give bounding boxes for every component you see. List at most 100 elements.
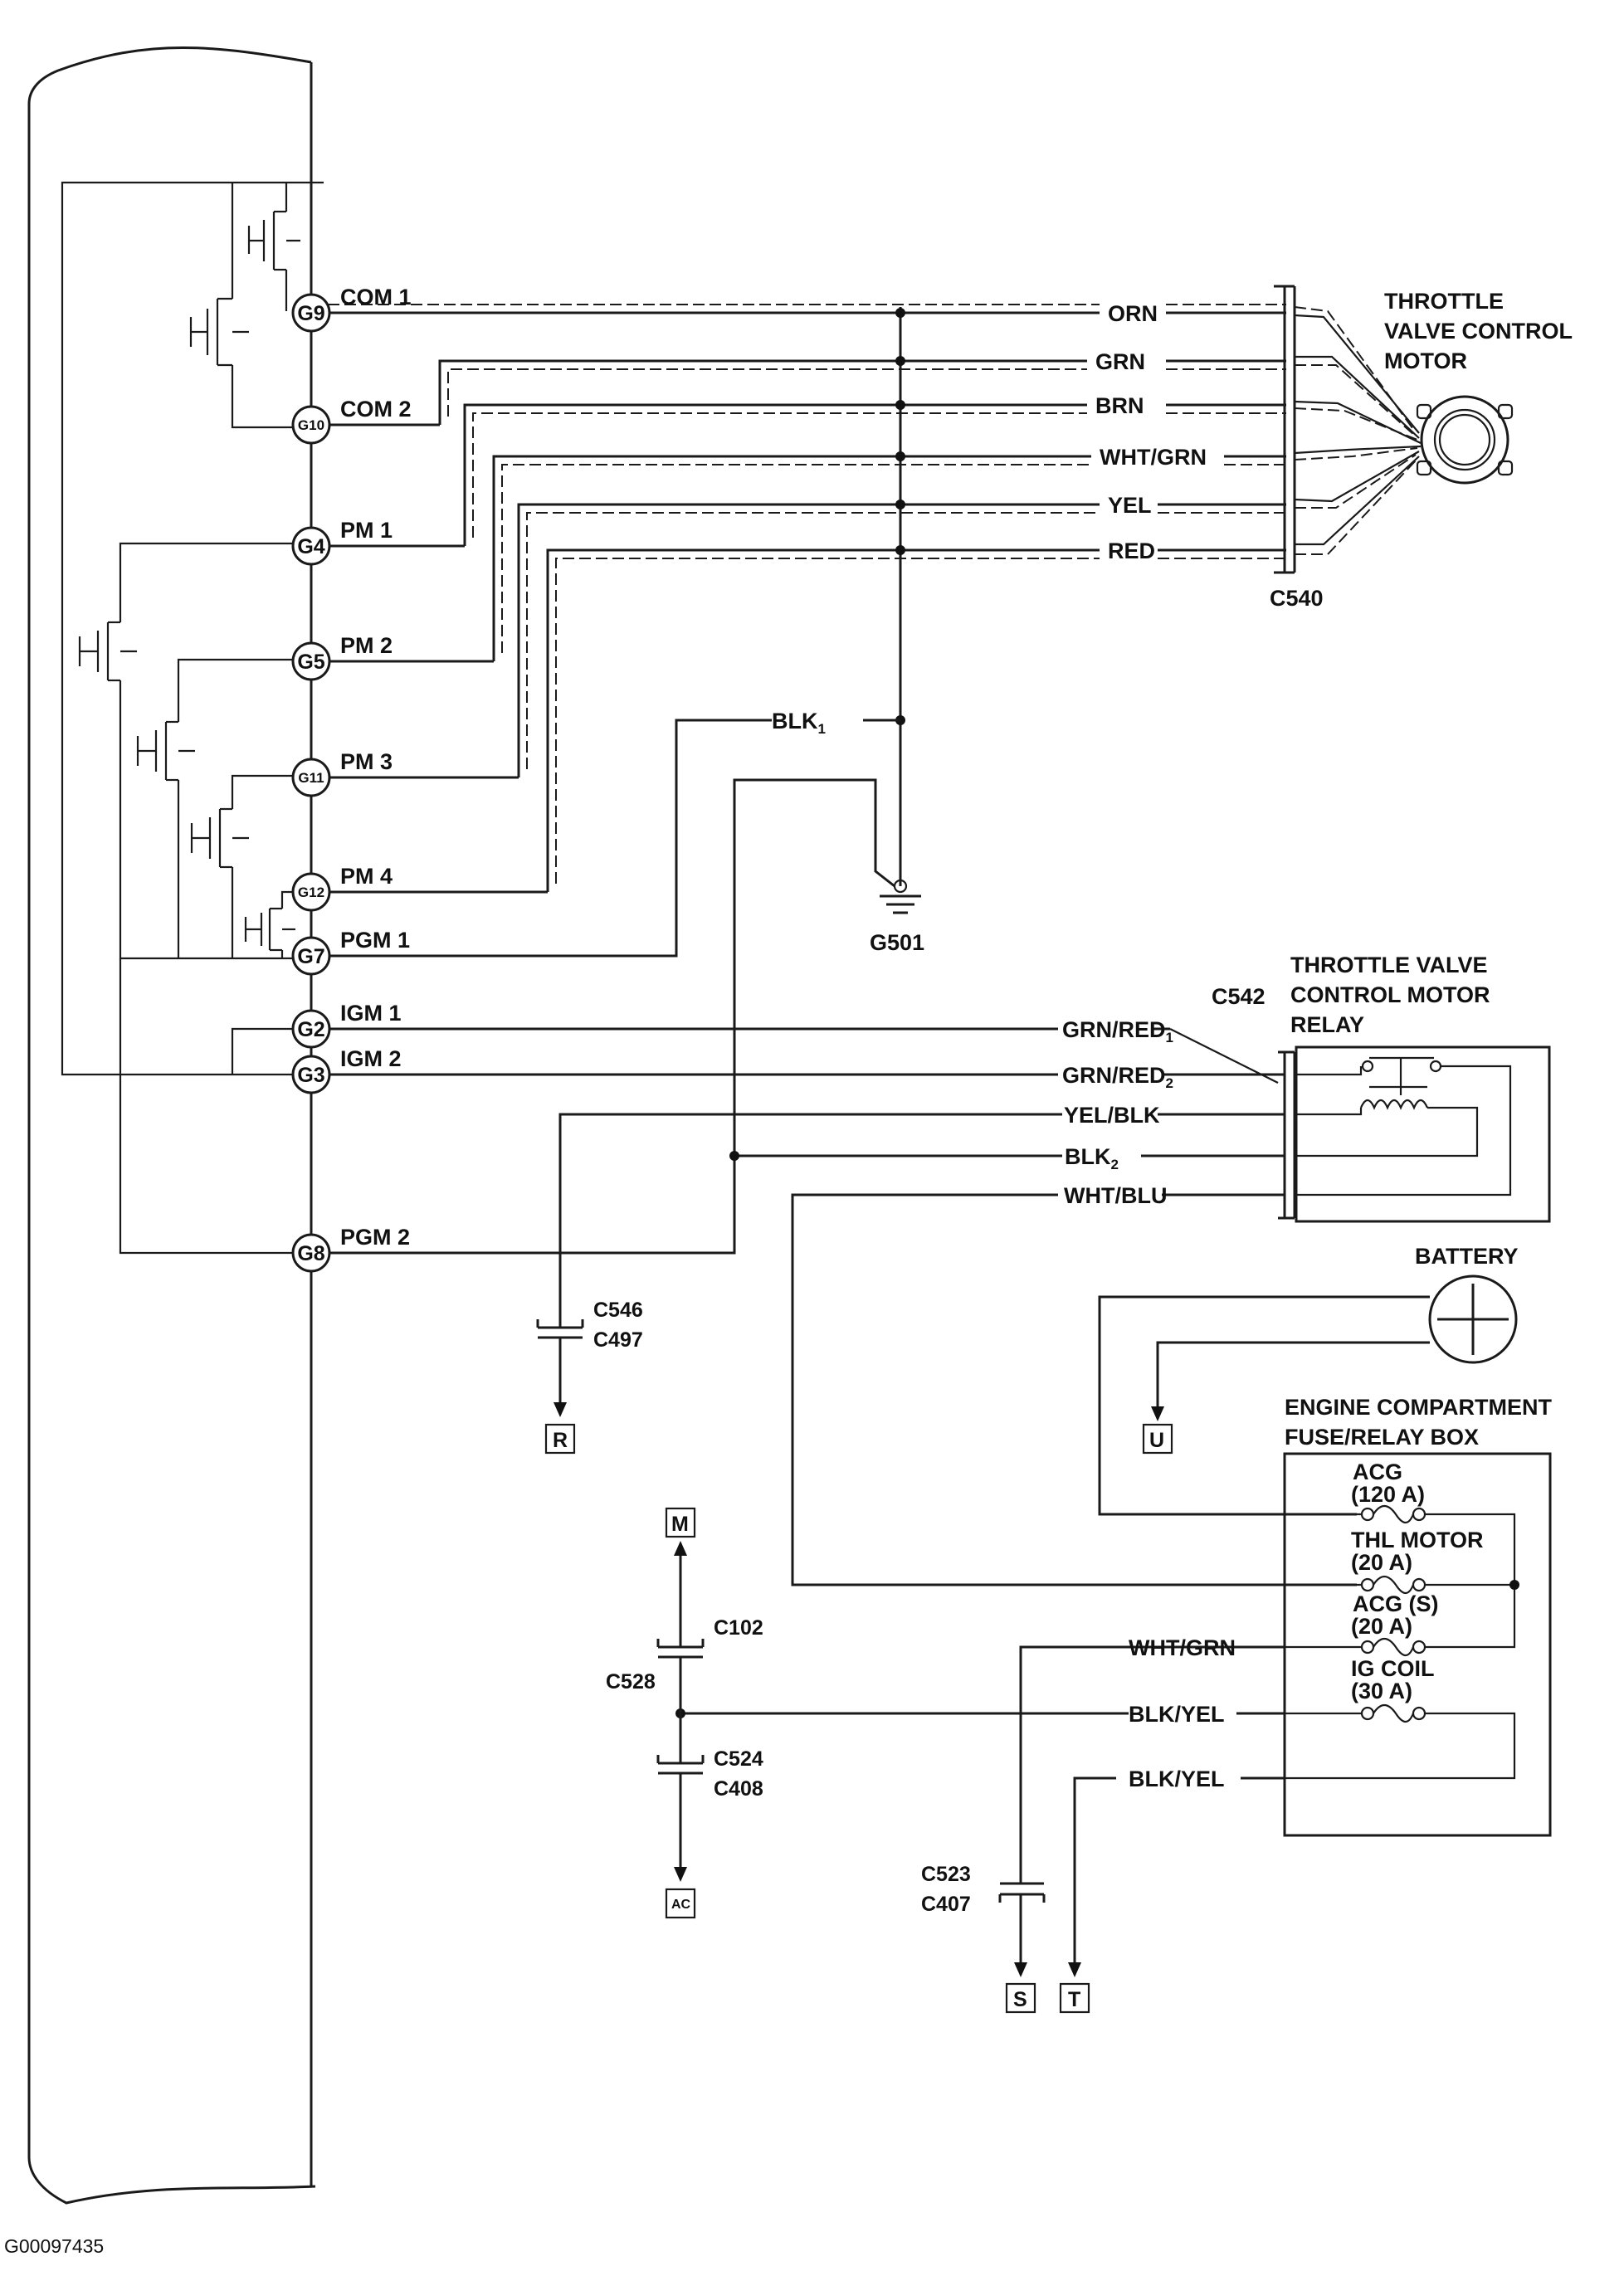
motor-title-line2: VALVE CONTROL — [1384, 319, 1573, 344]
terminal-m: M — [665, 1507, 696, 1538]
battery — [1098, 1274, 1518, 1516]
terminal-u: U — [1142, 1423, 1173, 1455]
terminal-t: T — [1059, 1982, 1090, 2014]
fuse-wire-blk-yel-1: BLK/YEL — [1129, 1702, 1225, 1727]
connector-c546: C546 — [593, 1299, 643, 1322]
svg-text:S: S — [1013, 1988, 1027, 2011]
fuse-acg-s-name: ACG (S) — [1353, 1591, 1439, 1616]
connector-c497: C497 — [593, 1328, 643, 1352]
motor-title-line1: THROTTLE — [1384, 289, 1504, 314]
connector-c528: C528 — [606, 1670, 656, 1694]
fuse-acg-s-rating: (20 A) — [1351, 1614, 1412, 1639]
pin-g12: G12 PM 4 — [291, 864, 393, 912]
relay-wire-blk2: BLK2 — [1065, 1144, 1119, 1172]
pin-id-label: G3 — [297, 1064, 324, 1087]
relay-title-line1: THROTTLE VALVE — [1290, 953, 1488, 977]
relay-wire-yel-blk: YEL/BLK — [1064, 1103, 1160, 1128]
terminal-s: S — [1005, 1982, 1036, 2014]
fuse-box-title-line2: FUSE/RELAY BOX — [1285, 1425, 1479, 1450]
motor-connector-label: C540 — [1270, 586, 1324, 611]
fuse-ig-coil-name: IG COIL — [1351, 1656, 1435, 1681]
pin-id-label: G11 — [298, 770, 324, 786]
pin-id-label: G10 — [298, 417, 324, 433]
pin-id-label: G2 — [297, 1018, 324, 1041]
pin-id-label: G9 — [297, 302, 324, 325]
ecm-body — [27, 46, 316, 2205]
relay-wire-wht-blu: WHT/BLU — [1064, 1183, 1167, 1208]
pin-g7: G7 PGM 1 — [291, 928, 410, 976]
pin-signal-label: COM 2 — [340, 397, 412, 422]
pin-id-label: G5 — [297, 651, 324, 674]
relay-title-line3: RELAY — [1290, 1012, 1364, 1037]
battery-label: BATTERY — [1415, 1244, 1519, 1269]
wire-label-grn: GRN — [1095, 349, 1145, 374]
relay-harness — [328, 1027, 1551, 1586]
pin-id-label: G12 — [298, 885, 324, 900]
relay-wire-grn-red1: GRN/RED1 — [1062, 1017, 1173, 1045]
pin-g4: G4 PM 1 — [291, 518, 393, 566]
svg-text:R: R — [553, 1429, 568, 1452]
connector-c408: C408 — [714, 1777, 763, 1801]
internal-drivers — [61, 181, 324, 1255]
connector-c102: C102 — [714, 1616, 763, 1640]
fuse-box — [1283, 1452, 1552, 1837]
pin-g9: G9 COM 1 — [291, 285, 412, 333]
fuse-box-title-line1: ENGINE COMPARTMENT — [1285, 1395, 1553, 1420]
pin-signal-label: IGM 2 — [340, 1046, 402, 1071]
m-ac-path — [656, 1541, 705, 1882]
motor-harness — [328, 285, 1514, 1255]
pin-signal-label: PM 3 — [340, 749, 393, 774]
pin-signal-label: PGM 2 — [340, 1225, 410, 1250]
fuse-thl-motor-rating: (20 A) — [1351, 1550, 1412, 1575]
pin-signal-label: IGM 1 — [340, 1001, 402, 1026]
pin-id-label: G4 — [297, 535, 324, 558]
wire-label-wht-grn: WHT/GRN — [1100, 445, 1207, 470]
fuse-wire-blk-yel-2: BLK/YEL — [1129, 1767, 1225, 1791]
fuse-thl-motor-name: THL MOTOR — [1351, 1528, 1484, 1552]
fuse-wire-wht-grn: WHT/GRN — [1129, 1635, 1236, 1660]
svg-text:M: M — [671, 1513, 689, 1536]
connector-c407: C407 — [921, 1893, 971, 1916]
pin-signal-label: PM 1 — [340, 518, 393, 543]
relay-title-line2: CONTROL MOTOR — [1290, 982, 1490, 1007]
pin-g3: G3 IGM 2 — [291, 1046, 402, 1094]
relay-wire-grn-red2: GRN/RED2 — [1062, 1063, 1173, 1091]
motor-title-line3: MOTOR — [1384, 348, 1467, 373]
svg-text:T: T — [1068, 1988, 1080, 2011]
connector-c523: C523 — [921, 1863, 971, 1886]
pins-layer: G9 COM 1 G10 COM 2 G4 PM 1 G5 PM 2 G11 PM 3 G12 PM … — [291, 285, 412, 1273]
pin-id-label: G7 — [297, 945, 324, 968]
pin-signal-label: PM 2 — [340, 633, 393, 658]
r-path — [536, 1319, 584, 1417]
wire-label-yel: YEL — [1108, 493, 1152, 518]
svg-text:AC: AC — [671, 1898, 691, 1912]
wire-label-brn: BRN — [1095, 393, 1144, 418]
motor-fan-wires — [1294, 306, 1422, 555]
pin-g11: G11 PM 3 — [291, 749, 393, 797]
connector-c524: C524 — [714, 1747, 763, 1771]
fuse-acg-name: ACG — [1353, 1460, 1402, 1484]
throttle-motor-icon — [1416, 395, 1514, 485]
wire-label-red: RED — [1108, 539, 1155, 563]
svg-text:U: U — [1149, 1429, 1164, 1452]
ground-wire-label: BLK1 — [772, 709, 826, 737]
fuse-acg-rating: (120 A) — [1351, 1482, 1425, 1507]
pin-g10: G10 COM 2 — [291, 397, 412, 445]
fuse-wiring — [675, 1645, 1285, 1977]
ground-id-label: G501 — [870, 930, 924, 955]
terminal-ac: AC — [665, 1888, 696, 1919]
terminal-r: R — [544, 1423, 576, 1455]
pin-signal-label: PGM 1 — [340, 928, 410, 953]
fuse-ig-coil-rating: (30 A) — [1351, 1679, 1412, 1703]
pin-id-label: G8 — [297, 1242, 324, 1265]
pin-signal-label: PM 4 — [340, 864, 393, 889]
wire-label-orn: ORN — [1108, 301, 1158, 326]
pin-signal-label: COM 1 — [340, 285, 412, 309]
pin-g5: G5 PM 2 — [291, 633, 393, 681]
pin-g2: G2 IGM 1 — [291, 1001, 402, 1049]
pin-g8: G8 PGM 2 — [291, 1225, 410, 1273]
relay-connector-label: C542 — [1212, 984, 1266, 1009]
figure-code: G00097435 — [4, 2235, 104, 2257]
